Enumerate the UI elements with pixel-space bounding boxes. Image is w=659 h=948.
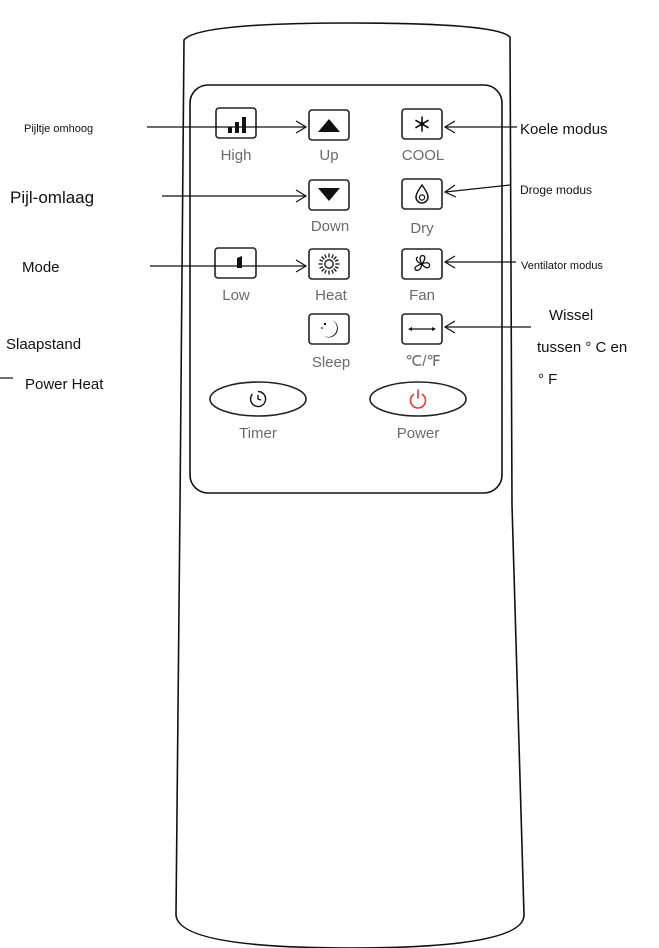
high-label: High <box>221 147 252 164</box>
callout-arrows <box>0 120 531 379</box>
callout-wissel-line3: ° F <box>538 371 557 388</box>
down-label: Down <box>311 218 349 235</box>
dry-label: Dry <box>410 220 434 237</box>
up-label: Up <box>319 147 338 164</box>
low-button[interactable]: Low <box>214 247 257 304</box>
single-bar-icon <box>237 256 242 268</box>
callout-mode: Mode <box>22 259 60 276</box>
down-button[interactable]: Down <box>308 179 350 235</box>
cf-toggle-button[interactable]: ℃/℉ <box>401 313 443 370</box>
callout-slaapstand: Slaapstand <box>6 336 81 353</box>
power-icon <box>409 389 427 409</box>
dry-button[interactable]: Dry <box>401 178 443 237</box>
sun-icon <box>318 253 340 275</box>
triangle-down-icon <box>318 188 340 201</box>
callout-koele-modus: Koele modus <box>520 121 608 138</box>
sleep-label: Sleep <box>312 354 350 371</box>
triangle-up-icon <box>318 119 340 132</box>
fan-icon <box>414 254 431 271</box>
high-button[interactable]: High <box>215 107 257 164</box>
timer-button[interactable]: Timer <box>209 381 307 442</box>
cool-button[interactable]: COOL <box>401 108 445 164</box>
cf-label: ℃/℉ <box>405 353 440 370</box>
heat-label: Heat <box>315 287 348 304</box>
cool-label: COOL <box>402 147 445 164</box>
moon-icon <box>321 320 338 338</box>
callout-pijltje-omhoog: Pijltje omhoog <box>24 123 93 135</box>
callout-wissel-line2: tussen ° C en <box>537 339 627 356</box>
fan-button[interactable]: Fan <box>401 248 443 304</box>
callout-wissel-line1: Wissel <box>549 307 593 324</box>
power-button[interactable]: Power <box>369 381 467 442</box>
callout-pijl-omlaag: Pijl-omlaag <box>10 188 94 207</box>
fan-label: Fan <box>409 287 435 304</box>
callout-ventilator-modus: Ventilator modus <box>521 260 603 272</box>
callout-power-heat: Power Heat <box>25 376 104 393</box>
heat-button[interactable]: Heat <box>308 248 350 304</box>
snowflake-icon <box>415 116 429 132</box>
droplet-icon <box>415 183 429 204</box>
power-label: Power <box>397 425 440 442</box>
low-label: Low <box>222 287 250 304</box>
sleep-button[interactable]: Sleep <box>308 313 350 371</box>
timer-label: Timer <box>239 425 277 442</box>
clock-icon <box>249 390 267 408</box>
up-button[interactable]: Up <box>308 109 350 164</box>
callout-droge-modus: Droge modus <box>520 183 592 197</box>
double-arrow-icon <box>408 327 436 331</box>
